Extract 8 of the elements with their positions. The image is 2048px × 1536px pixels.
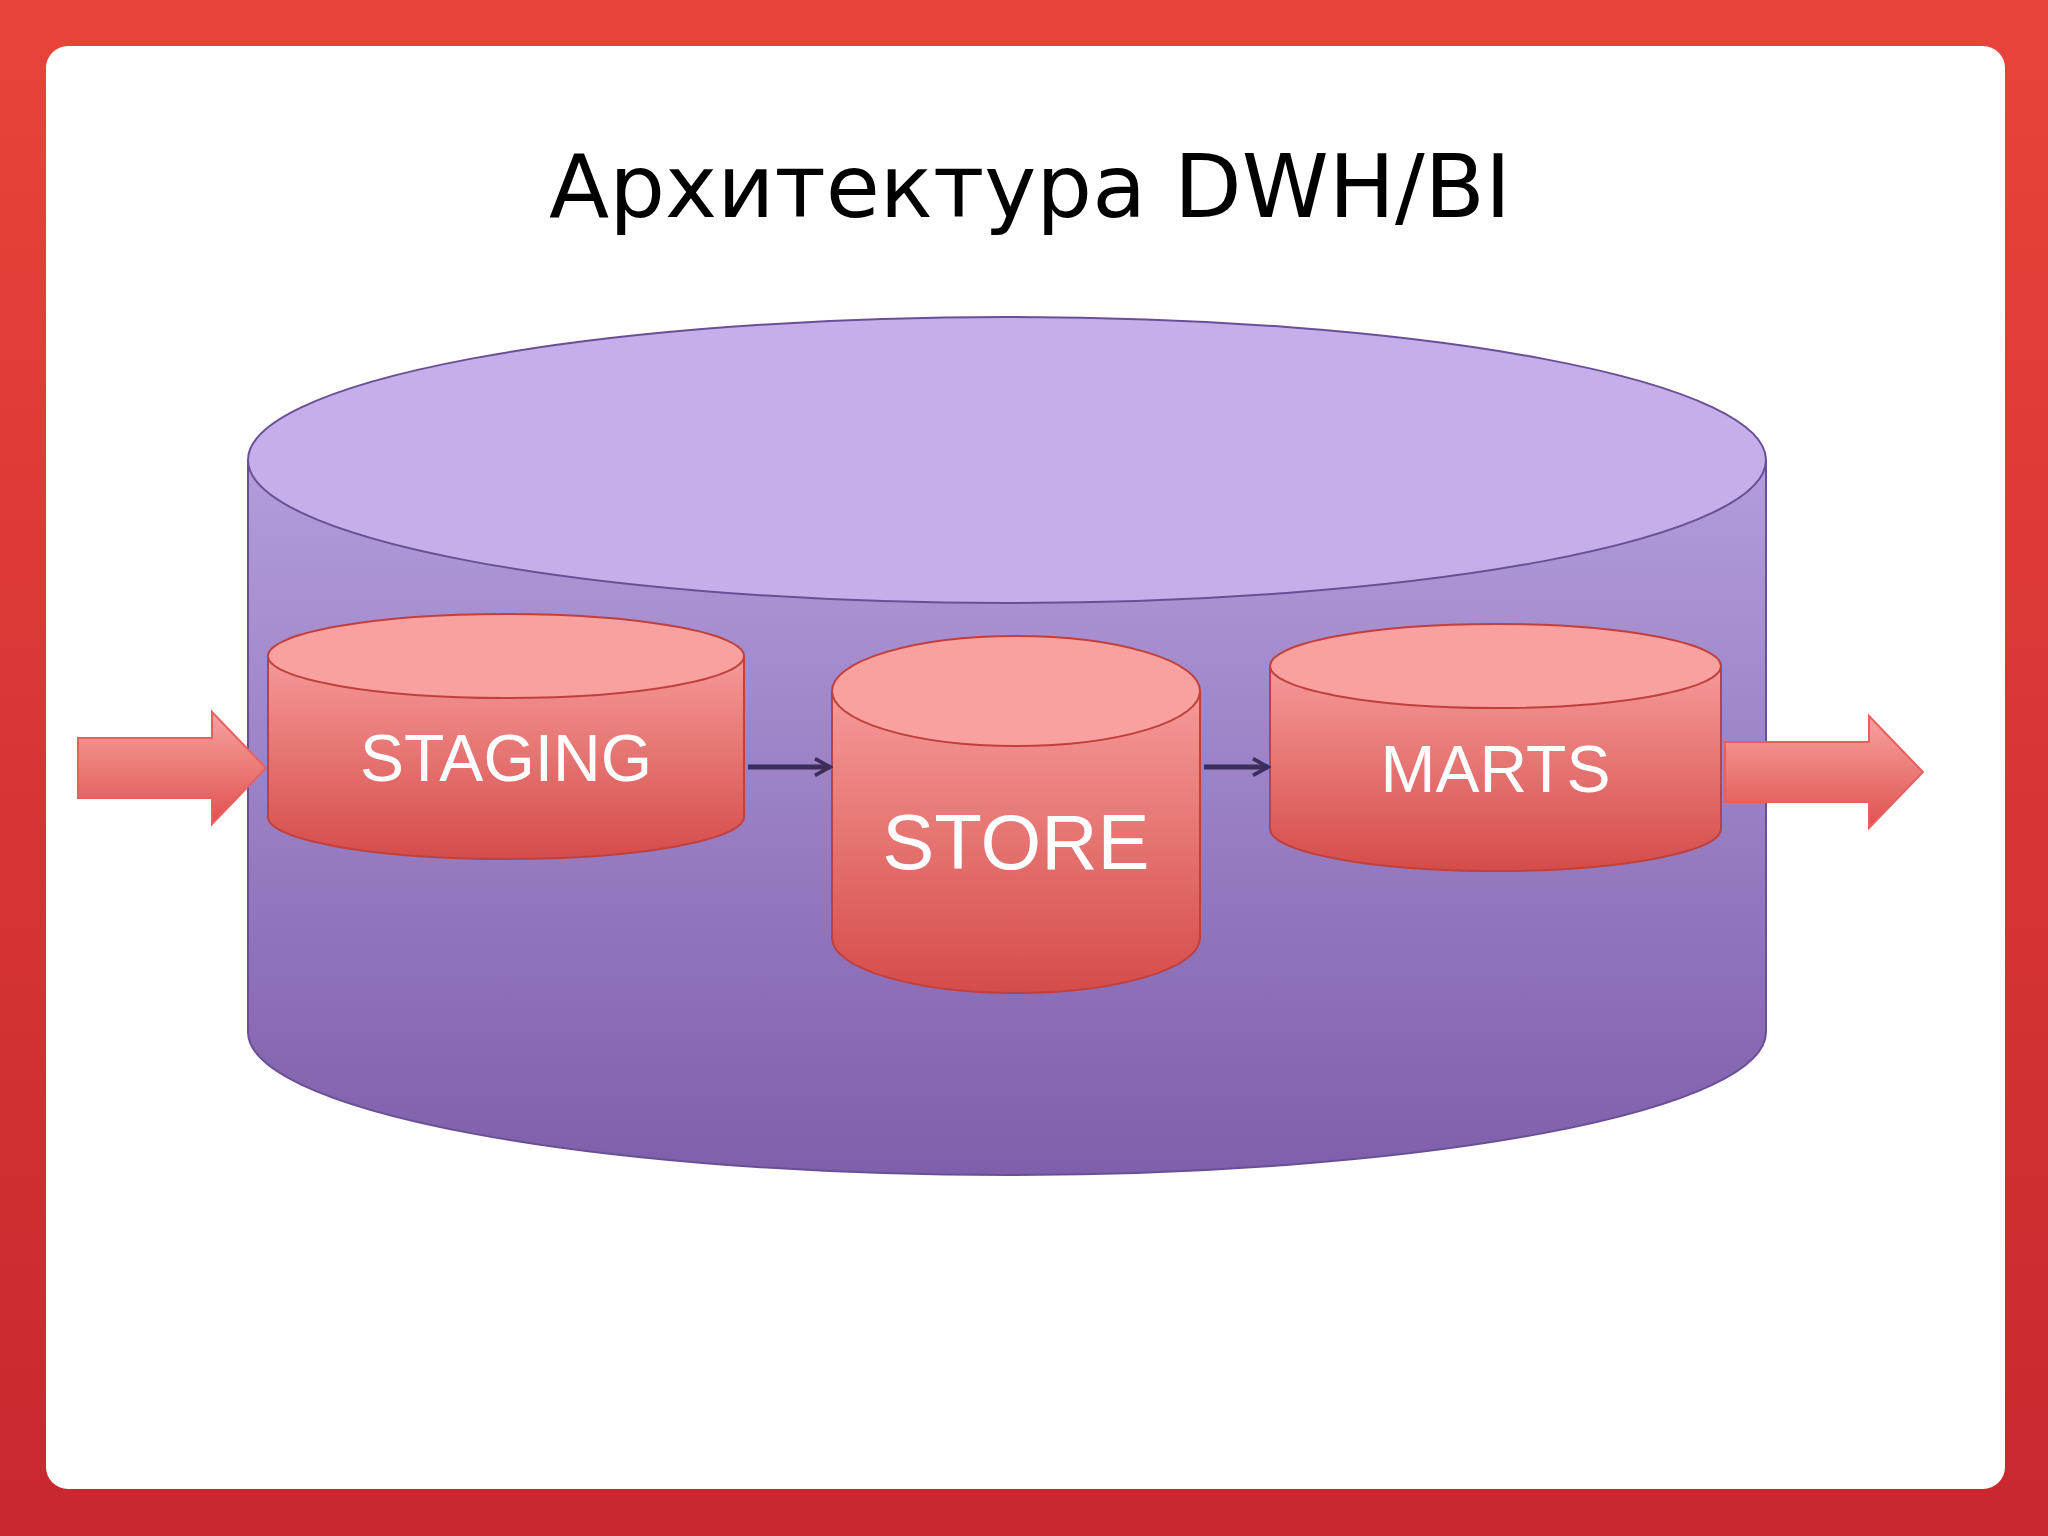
node-label: STAGING — [358, 719, 654, 796]
slide-title: Архитектура DWH/BI — [548, 135, 1512, 238]
arrow — [1204, 756, 1270, 778]
block-arrow — [77, 709, 268, 827]
node-label: STORE — [881, 797, 1151, 889]
block-arrow — [1724, 713, 1925, 831]
node-label: MARTS — [1379, 730, 1612, 807]
arrow — [748, 756, 832, 778]
